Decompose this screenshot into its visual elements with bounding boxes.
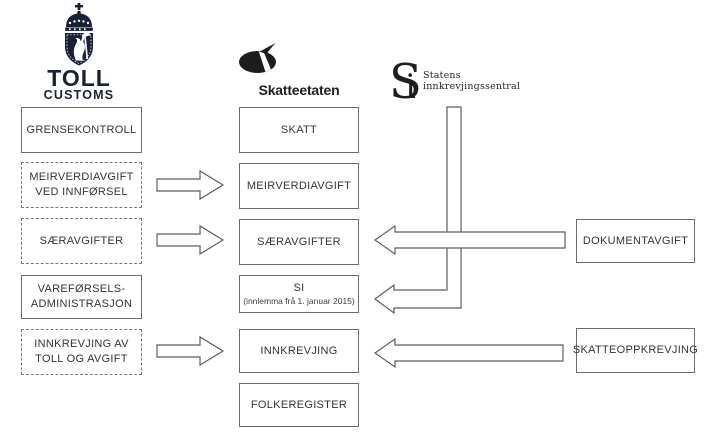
box-label: MEIRVERDIAVGIFT — [29, 171, 134, 183]
box-label: TOLL OG AVGIFT — [35, 353, 128, 365]
box-innkrevjing-av-toll-og-avgift: INNKREVJING AV TOLL OG AVGIFT — [21, 329, 142, 375]
arrow-dokumentavgift-to-saeravgifter — [373, 224, 566, 256]
norwegian-coat-of-arms-icon — [65, 3, 93, 66]
box-skatt: SKATT — [239, 107, 359, 153]
arrow-saeravgifter — [156, 224, 225, 256]
box-saeravgifter-toll: SÆRAVGIFTER — [21, 218, 142, 264]
box-label: INNKREVJING AV — [34, 338, 129, 350]
box-label: VED INNFØRSEL — [35, 186, 128, 198]
box-label: FOLKEREGISTER — [250, 398, 348, 411]
box-saeravgifter: SÆRAVGIFTER — [239, 219, 359, 265]
box-meirverdiavgift: MEIRVERDIAVGIFT — [239, 163, 359, 209]
box-label: SÆRAVGIFTER — [257, 235, 341, 248]
box-dokumentavgift: DOKUMENTAVGIFT — [576, 219, 695, 263]
box-label: ADMINISTRASJON — [30, 298, 133, 310]
box-label: INNKREVJING — [260, 344, 338, 357]
si-logo-name: Statens innkrevjingssentral — [423, 70, 520, 92]
si-monogram-s: S — [389, 56, 422, 104]
box-skatteoppkrevjing: SKATTEOPPKREVJING — [572, 328, 699, 373]
arrow-innkrevjing — [156, 335, 225, 367]
box-meirverdiavgift-ved-innforsel: MEIRVERDIAVGIFT VED INNFØRSEL — [21, 162, 142, 208]
si-logo-name-line1: Statens — [423, 70, 461, 81]
box-label: SKATTEOPPKREVJING — [572, 344, 699, 356]
box-label: MEIRVERDIAVGIFT — [246, 179, 352, 192]
box-label: SI — [293, 282, 305, 294]
skatteetaten-logo-name: Skatteetaten — [258, 82, 340, 98]
toll-customs-logo: TOLL CUSTOMS — [18, 2, 140, 101]
si-monogram-i: i — [405, 67, 416, 104]
box-innkrevjing: INNKREVJING — [239, 329, 359, 373]
box-label: VAREFØRSELS- — [37, 283, 126, 295]
si-logo-name-line2: innkrevjingssentral — [423, 81, 521, 92]
arrow-skatteoppkrevjing-to-innkrevjing — [373, 337, 564, 369]
box-si: SI (innlemma frå 1. januar 2015) — [239, 275, 359, 313]
arrow-si-to-si-box — [373, 106, 462, 315]
box-folkeregister: FOLKEREGISTER — [239, 383, 359, 427]
arrow-meirverdiavgift — [156, 169, 225, 201]
skatteetaten-globe-icon — [239, 43, 276, 73]
box-note: (innlemma frå 1. januar 2015) — [243, 296, 355, 306]
box-label: SKATT — [280, 123, 318, 136]
box-label: DOKUMENTAVGIFT — [582, 234, 689, 247]
box-grensekontroll: GRENSEKONTROLL — [21, 107, 142, 153]
si-monogram-icon: S i — [389, 56, 422, 104]
toll-logo-name: TOLL — [47, 65, 111, 91]
box-label: SÆRAVGIFTER — [39, 234, 124, 247]
box-vareforsels-administrasjon: VAREFØRSELS- ADMINISTRASJON — [21, 275, 142, 319]
toll-logo-subname: CUSTOMS — [43, 88, 115, 102]
box-label: GRENSEKONTROLL — [26, 123, 137, 136]
